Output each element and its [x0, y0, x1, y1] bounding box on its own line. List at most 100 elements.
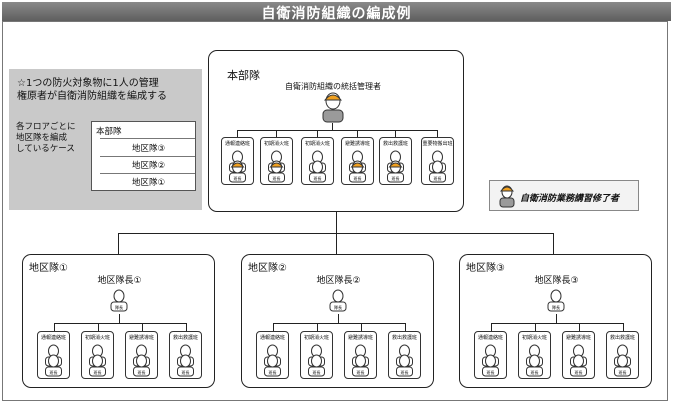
district-connector [491, 323, 623, 324]
case-row-divider [100, 173, 195, 174]
leader-icon: 班長 [45, 354, 62, 377]
info-panel: ☆1つの防火対象物に1人の管理 権原者が自衛消防組織を編成する 各フロアごとに … [9, 69, 202, 210]
district-unit: 避難誘導班班長 [125, 331, 158, 379]
legend-label: 自衛消防業務講習修了者 [520, 194, 620, 204]
badge-label: 班長 [138, 369, 146, 375]
district-unit: 通報連絡班班長 [474, 331, 507, 379]
hq-unit-connector [395, 130, 396, 137]
case-row-divider [100, 156, 195, 157]
district-unit: 救出救護班班長 [388, 331, 421, 379]
legend-helmet-icon [499, 185, 515, 208]
case-description: 各フロアごとに 地区隊を編成 しているケース [16, 122, 76, 155]
leader-icon: 班長 [429, 160, 446, 183]
district-unit: 初期消火班班長 [81, 331, 114, 379]
unit-label: 避難誘導班 [565, 335, 591, 341]
unit-label: 初期消火班 [263, 141, 289, 147]
unit-label: 初期消火班 [303, 335, 329, 341]
badge-label: 班長 [94, 369, 102, 375]
unit-label: 通報連絡班 [477, 335, 503, 341]
badge-label: 班長 [182, 369, 190, 375]
hq-leader-title: 自衛消防組織の統括管理者 [285, 82, 381, 91]
badge-label: 班長 [357, 369, 365, 375]
hq-unit-connector [237, 130, 437, 131]
district-connector [142, 323, 143, 331]
leader-helmet-icon: 班長 [229, 160, 246, 183]
leader-icon: 班長 [614, 354, 631, 377]
district-unit: 通報連絡班班長 [256, 331, 289, 379]
connector-vertical [336, 212, 337, 233]
district-leader-title: 地区隊長③ [534, 276, 579, 286]
district-connector [317, 323, 318, 331]
badge-label: 班長 [50, 369, 58, 375]
unit-label: 避難誘導班 [128, 335, 154, 341]
district-connector [273, 323, 405, 324]
hq-unit: 避難誘導班班長 [341, 137, 374, 185]
leader-icon: 班長 [396, 354, 413, 377]
unit-label: 避難誘導班 [347, 335, 373, 341]
district-connector [556, 314, 557, 323]
district-connector [405, 323, 406, 331]
badge-label: 班長 [234, 175, 242, 181]
hq-unit: 初期消火班班長 [260, 137, 293, 185]
badge-label: 班長 [531, 369, 539, 375]
leader-icon: 班長 [264, 354, 281, 377]
district-connector [491, 323, 492, 331]
leader-helmet-icon: 班長 [387, 160, 404, 183]
hq-unit-connector [276, 130, 277, 137]
district-unit: 避難誘導班班長 [344, 331, 377, 379]
case-row-divider [100, 138, 195, 139]
district-connector [338, 314, 339, 323]
badge-label: 班長 [273, 175, 281, 181]
case-row-district-3: 地区隊③ [132, 144, 166, 154]
leader-icon: 班長 [177, 354, 194, 377]
district-connector [54, 323, 186, 324]
leader-icon: 班長 [133, 354, 150, 377]
hq-unit: 救出救護班班長 [379, 137, 412, 185]
badge-label: 隊長 [552, 304, 560, 310]
unit-label: 通報連絡班 [40, 335, 66, 341]
case-row-hq: 本部隊 [96, 127, 122, 137]
leader-helmet-icon: 班長 [268, 160, 285, 183]
leader-icon: 班長 [482, 354, 499, 377]
district-leader-icon: 隊長 [329, 289, 347, 312]
badge-label: 隊長 [115, 304, 123, 310]
hq-unit: 通報連絡班班長 [221, 137, 254, 185]
legend: 自衛消防業務講習修了者 [489, 180, 639, 211]
unit-label: 初期消火班 [84, 335, 110, 341]
badge-label: 班長 [354, 175, 362, 181]
leader-icon: 班長 [352, 354, 369, 377]
hq-unit: 重要物搬出班班長 [421, 137, 454, 185]
unit-label: 救出救護班 [391, 335, 417, 341]
badge-label: 班長 [392, 175, 400, 181]
info-note-line: ☆1つの防火対象物に1人の管理 [17, 78, 159, 89]
diagram-frame [2, 21, 668, 401]
district-connector [54, 323, 55, 331]
district-unit: 初期消火班班長 [518, 331, 551, 379]
district-leader-icon: 隊長 [547, 289, 565, 312]
info-note: ☆1つの防火対象物に1人の管理 権原者が自衛消防組織を編成する [17, 77, 167, 103]
district-leader-title: 地区隊長② [316, 276, 361, 286]
district-connector [535, 323, 536, 331]
page-title: 自衛消防組織の編成例 [261, 6, 412, 22]
leader-icon: 班長 [526, 354, 543, 377]
badge-label: 班長 [434, 175, 442, 181]
district-unit: 避難誘導班班長 [562, 331, 595, 379]
badge-label: 隊長 [334, 304, 342, 310]
case-table: 本部隊 地区隊③ 地区隊② 地区隊① [91, 121, 196, 191]
case-row-district-2: 地区隊② [132, 161, 166, 171]
hq-box: 本部隊 自衛消防組織の統括管理者 通報連絡班班長初期消火班班長初期消火班班長避難… [208, 50, 464, 212]
unit-label: 通報連絡班 [259, 335, 285, 341]
district-connector [361, 323, 362, 331]
leader-icon: 班長 [570, 354, 587, 377]
district-unit: 初期消火班班長 [300, 331, 333, 379]
district-leader-title: 地区隊長① [97, 276, 142, 286]
district-label: 地区隊③ [466, 263, 505, 274]
district-connector [98, 323, 99, 331]
badge-label: 班長 [313, 369, 321, 375]
district-label: 地区隊② [248, 263, 287, 274]
title-bar: 自衛消防組織の編成例 [2, 2, 671, 22]
hq-leader-icon [322, 92, 344, 123]
unit-label: 重要物搬出班 [422, 141, 453, 147]
connector-drop [118, 233, 119, 255]
